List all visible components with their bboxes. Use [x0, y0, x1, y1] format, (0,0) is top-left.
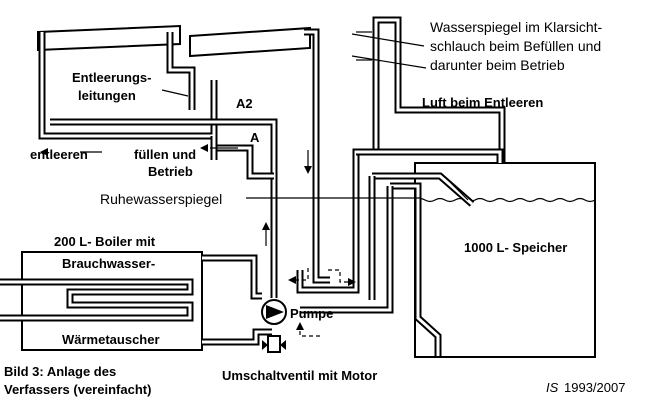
- boiler-connections: [202, 254, 272, 346]
- air-vent-line: [296, 16, 506, 294]
- caption-line-1: Bild 3: Anlage des: [4, 364, 116, 379]
- caption-line-2: Verfassers (vereinfacht): [4, 382, 151, 397]
- drain-label: entleeren: [30, 147, 88, 162]
- sight-glass-label-1: Wasserspiegel im Klarsicht-: [430, 19, 603, 35]
- point-a-label: A: [250, 130, 260, 145]
- fill-operate-label-1: füllen und: [134, 147, 196, 162]
- air-drain-label: Luft beim Entleeren: [422, 95, 543, 110]
- boiler-label-3: Wärmetauscher: [62, 332, 160, 347]
- point-a2-label: A2: [236, 96, 253, 111]
- switching-valve: [262, 335, 286, 353]
- drain-lines-label-1: Entleerungs-: [72, 70, 151, 85]
- tank-suction-line: [300, 182, 442, 356]
- fill-operate-label-2: Betrieb: [148, 164, 193, 179]
- boiler-label-2: Brauchwasser-: [62, 256, 155, 271]
- storage-tank: [414, 162, 596, 358]
- flow-arrows: [40, 144, 469, 337]
- valve-label: Umschaltventil mit Motor: [222, 368, 377, 383]
- pump: [261, 299, 287, 325]
- sight-glass-label-3: darunter beim Betrieb: [430, 57, 565, 73]
- leader-lines: [161, 31, 427, 199]
- pump-label: Pumpe: [290, 306, 333, 321]
- boiler: [21, 251, 203, 351]
- tank-label: 1000 L- Speicher: [464, 240, 567, 255]
- collector-left: [37, 24, 181, 52]
- tank-water-surface: [414, 197, 596, 203]
- tank-inlet-line: [356, 148, 504, 300]
- collector-right: [189, 26, 311, 58]
- credit-initials: IS: [546, 380, 559, 395]
- rest-level-label: Ruhewasserspiegel: [100, 191, 222, 207]
- sight-glass-label-2: schlauch beim Befüllen und: [430, 38, 601, 54]
- drain-lines-label-2: leitungen: [78, 88, 136, 103]
- boiler-label-1: 200 L- Boiler mit: [54, 234, 156, 249]
- drain-lines: [38, 32, 218, 140]
- credit-year: 1993/2007: [564, 380, 625, 395]
- return-line: [304, 28, 330, 284]
